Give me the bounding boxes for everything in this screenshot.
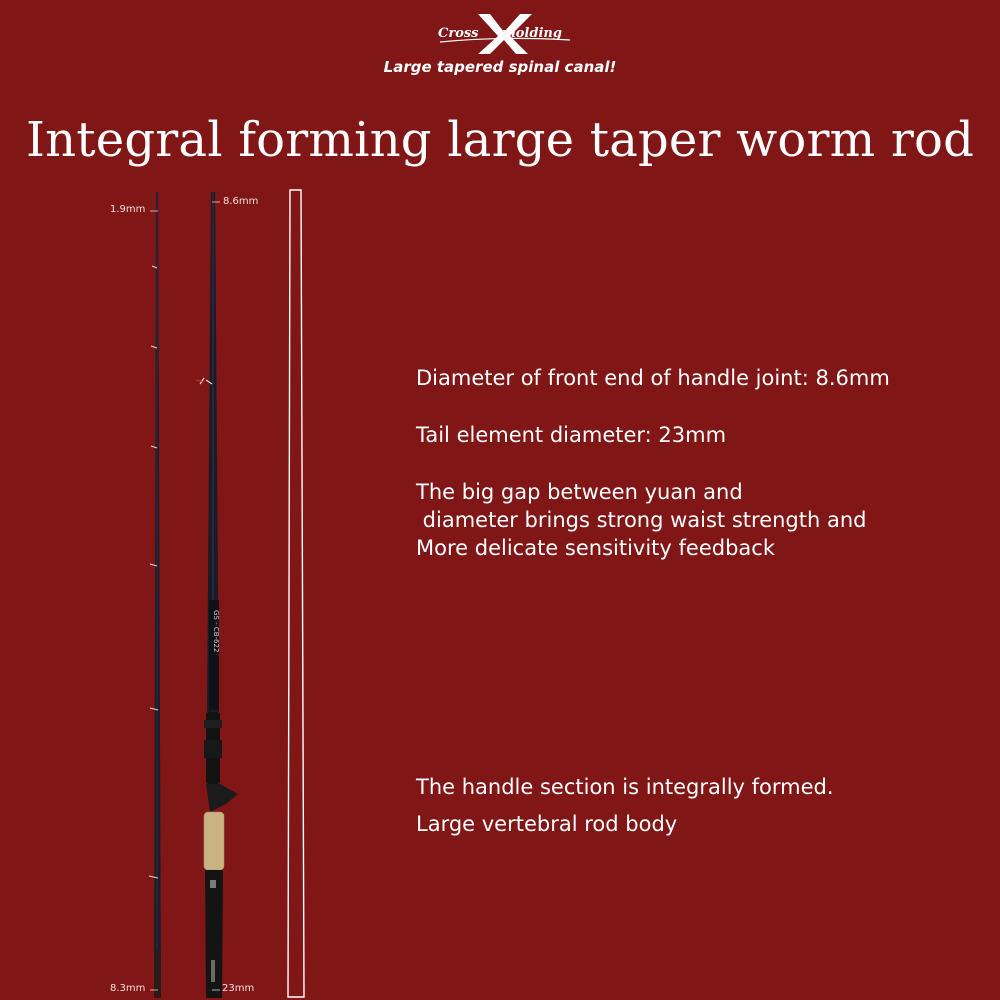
page-title: Integral forming large taper worm rod — [25, 112, 975, 168]
desc-handle-front-diameter: Diameter of front end of handle joint: 8… — [416, 366, 890, 390]
svg-text:GS - CB-622: GS - CB-622 — [212, 610, 220, 652]
desc-gap-line-3: More delicate sensitivity feedback — [416, 536, 775, 560]
x-logo-mark-icon — [439, 14, 571, 54]
rod-butt-section: GS - CB-622 — [195, 192, 238, 998]
dim-butt-top: 8.6mm — [223, 196, 259, 207]
dim-tip-top: 1.9mm — [110, 204, 146, 215]
brand-logo: Cross molding — [420, 12, 580, 56]
logo-word-cross: Cross — [438, 26, 479, 41]
dim-butt-bottom: 23mm — [222, 983, 255, 994]
rod-tip-section — [148, 192, 161, 998]
desc-handle-integral: The handle section is integrally formed. — [416, 775, 834, 799]
tagline: Large tapered spinal canal! — [383, 58, 617, 76]
taper-outline — [287, 189, 305, 998]
desc-tail-diameter: Tail element diameter: 23mm — [416, 423, 727, 447]
logo-word-molding: molding — [502, 26, 562, 41]
desc-gap-line-2: diameter brings strong waist strength an… — [416, 508, 867, 532]
desc-gap-line-1: The big gap between yuan and — [416, 480, 743, 504]
dim-tip-bottom: 8.3mm — [110, 983, 146, 994]
desc-vertebral-body: Large vertebral rod body — [416, 812, 678, 836]
